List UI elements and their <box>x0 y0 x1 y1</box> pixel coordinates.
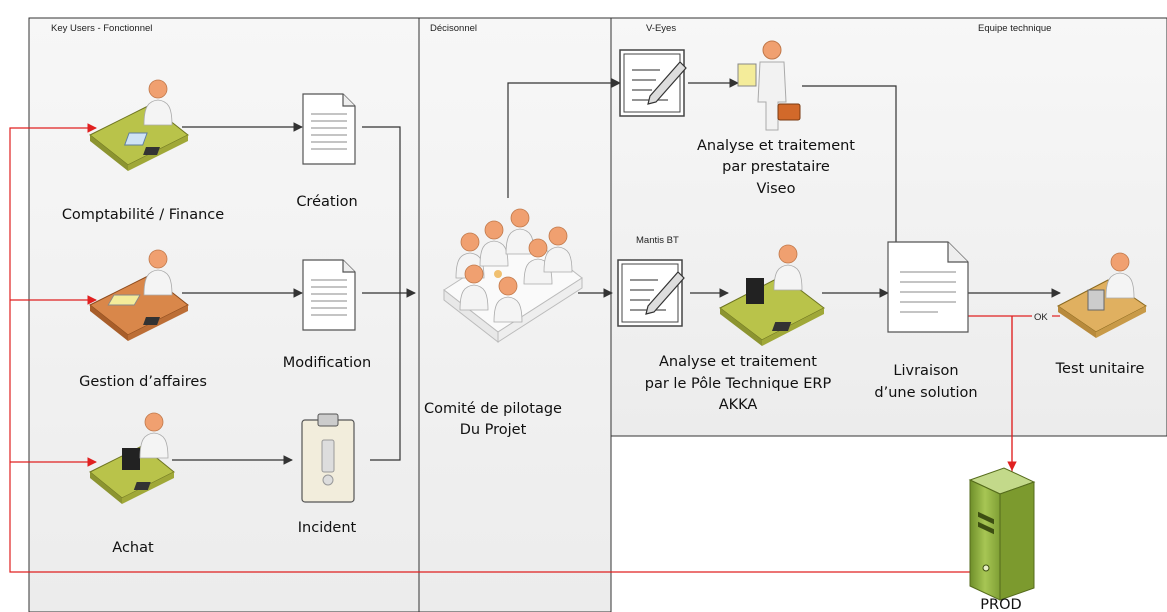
comite-meeting-icon <box>443 208 583 344</box>
label-livraison-line1: Livraison <box>893 363 958 379</box>
ok-label: OK <box>1034 312 1048 323</box>
label-viseo-line3: Viseo <box>757 181 796 197</box>
label-akka-line3: AKKA <box>719 397 758 413</box>
label-modification: Modification <box>283 355 371 371</box>
label-incident: Incident <box>298 520 357 536</box>
mantis-form-icon <box>617 259 685 327</box>
mantis-label: Mantis BT <box>636 235 679 246</box>
livraison-document-icon <box>887 241 969 333</box>
label-viseo-line1: Analyse et traitement <box>697 138 855 154</box>
label-creation: Création <box>296 194 357 210</box>
v-eyes-form-icon <box>619 49 687 117</box>
label-livraison-line2: d’une solution <box>874 385 977 401</box>
test-unitaire-desk-icon <box>1057 252 1147 338</box>
creation-document-icon <box>302 93 356 165</box>
label-akka-line1: Analyse et traitement <box>659 354 817 370</box>
label-viseo-line2: par prestataire <box>722 159 830 175</box>
label-achat: Achat <box>112 540 154 556</box>
achat-desk-icon <box>89 412 175 504</box>
flow-lines <box>172 78 1061 465</box>
viseo-consultant-icon <box>737 40 801 131</box>
lane-title-equipe-technique: Equipe technique <box>978 23 1051 34</box>
label-akka-line2: par le Pôle Technique ERP <box>645 376 832 392</box>
gestion-desk-icon <box>89 249 189 341</box>
modification-document-icon <box>302 259 356 331</box>
akka-desk-icon <box>719 244 825 346</box>
label-comptabilite: Comptabilité / Finance <box>62 207 224 223</box>
lane-title-key-users: Key Users - Fonctionnel <box>51 23 152 34</box>
lane-title-decisionnel: Décisonnel <box>430 23 477 34</box>
lane-title-v-eyes: V-Eyes <box>646 23 676 34</box>
label-prod: PROD <box>980 597 1021 612</box>
prod-server-icon <box>968 467 1036 601</box>
label-gestion: Gestion d’affaires <box>79 374 207 390</box>
label-comite-line2: Du Projet <box>460 422 527 438</box>
lane-equipe-technique <box>610 17 1167 437</box>
label-comite-line1: Comité de pilotage <box>424 401 562 417</box>
lane-key-users <box>28 17 420 612</box>
comptabilite-desk-icon <box>89 79 189 171</box>
incident-clipboard-icon <box>301 413 355 503</box>
label-test-unitaire: Test unitaire <box>1055 361 1145 377</box>
